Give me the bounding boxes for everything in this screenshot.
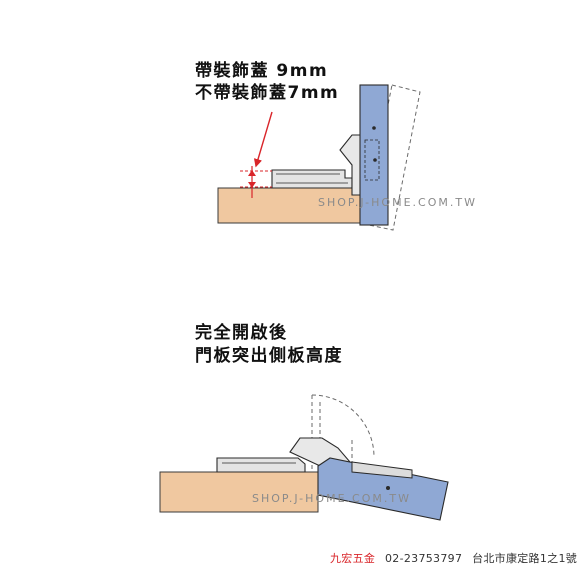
bottom-watermark: SHOP.J-HOME.COM.TW — [252, 492, 411, 505]
bottom-hinge-plate — [216, 457, 306, 473]
top-hinge-cup-dashed — [364, 139, 380, 181]
top-label-line-2: 不帶裝飾蓋7mm — [195, 83, 340, 103]
footer-phone: 02-23753797 — [385, 552, 463, 565]
bottom-hinge-cup — [351, 461, 413, 479]
footer-brand: 九宏五金 — [330, 552, 376, 565]
bottom-label-line-2: 門板突出側板高度 — [195, 346, 343, 366]
bottom-label-line-1: 完全開啟後 — [195, 323, 288, 343]
top-watermark: SHOP.J-HOME.COM.TW — [318, 196, 477, 209]
footer-address: 台北市康定路1之1號 — [472, 552, 578, 565]
footer: 九宏五金 02-23753797 台北市康定路1之1號 — [330, 550, 577, 566]
top-side-panel — [217, 187, 364, 224]
top-hinge-plate — [271, 169, 353, 189]
top-dimension-pointer — [253, 111, 273, 168]
bottom-door — [317, 457, 449, 521]
bottom-opening-arc-dashed — [311, 394, 375, 458]
bottom-side-panel — [159, 471, 319, 513]
top-label-line-1: 帶裝飾蓋 9mm — [195, 61, 329, 81]
